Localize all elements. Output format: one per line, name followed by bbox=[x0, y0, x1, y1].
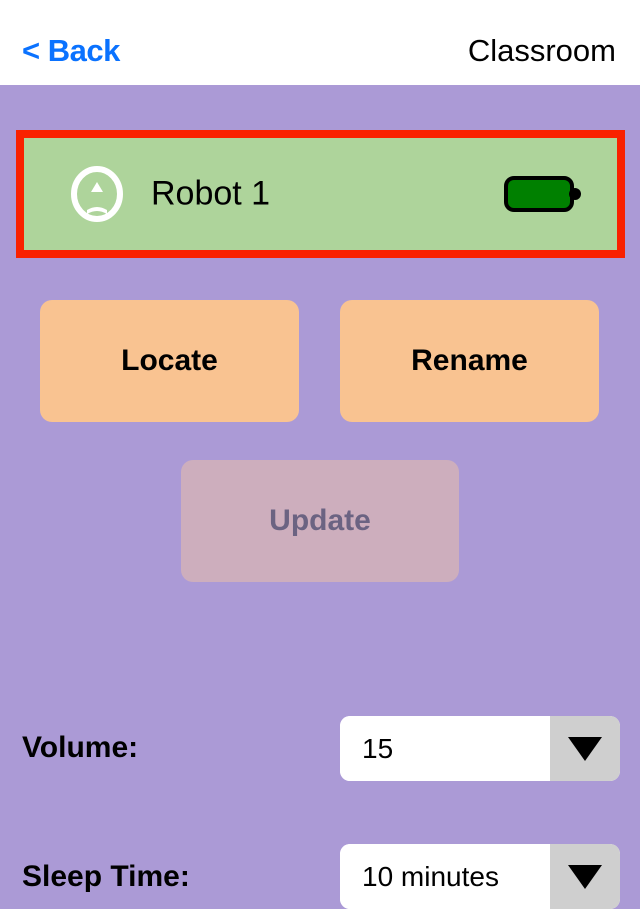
sleep-time-dropdown[interactable]: 10 minutes bbox=[340, 844, 620, 909]
volume-label: Volume: bbox=[22, 731, 139, 764]
page-title: Classroom bbox=[467, 33, 616, 68]
volume-dropdown-chevron-down-icon[interactable] bbox=[550, 716, 620, 781]
volume-dropdown-value: 15 bbox=[340, 716, 550, 781]
robot-name-label: Robot 1 bbox=[151, 174, 271, 213]
sleep-time-dropdown-value: 10 minutes bbox=[340, 844, 550, 909]
app-header: < Back Classroom bbox=[0, 0, 640, 85]
rename-button[interactable]: Rename bbox=[340, 300, 599, 422]
battery-full-icon bbox=[504, 176, 582, 212]
chevron-down-icon bbox=[568, 736, 602, 761]
update-button: Update bbox=[181, 460, 459, 582]
sleep-time-dropdown-chevron-down-icon[interactable] bbox=[550, 844, 620, 909]
back-button[interactable]: < Back bbox=[22, 33, 120, 68]
robot-row-inner: Robot 1 bbox=[24, 138, 617, 250]
volume-dropdown[interactable]: 15 bbox=[340, 716, 620, 781]
robot-circle-icon bbox=[69, 166, 125, 222]
robot-list-item[interactable]: Robot 1 bbox=[16, 130, 625, 258]
main-content: Robot 1 Locate Rename Update Volume: 15 … bbox=[0, 85, 640, 909]
sleep-time-label: Sleep Time: bbox=[22, 860, 190, 893]
locate-button[interactable]: Locate bbox=[40, 300, 299, 422]
chevron-down-icon bbox=[568, 864, 602, 889]
